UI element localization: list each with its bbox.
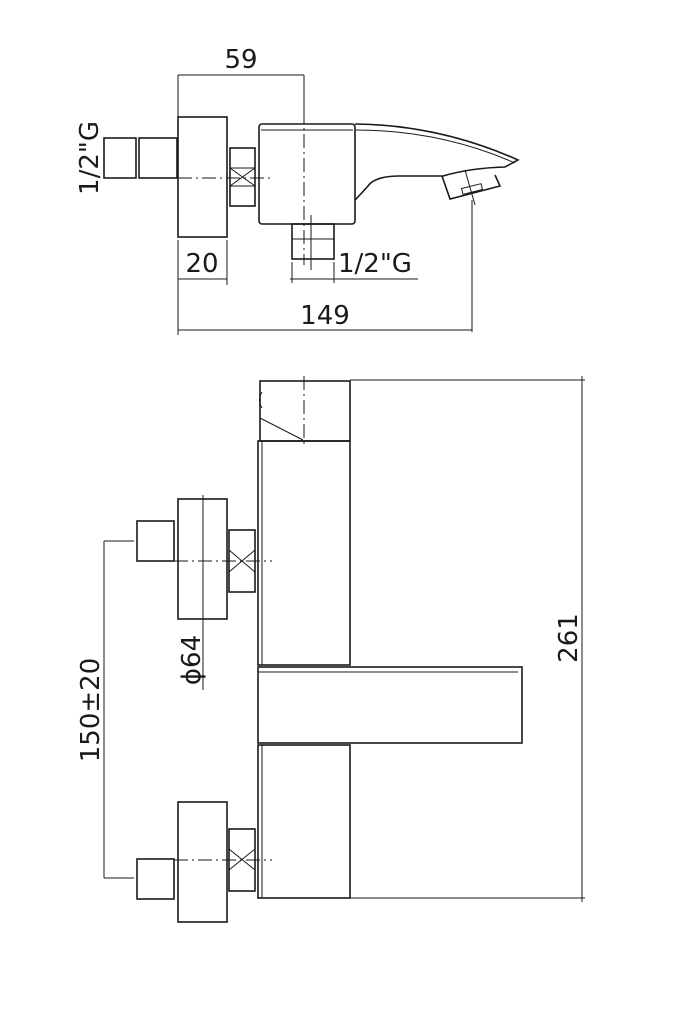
body-upper [257,440,351,666]
body-lower [257,744,351,899]
dim-20-label: 20 [185,249,218,279]
dim-inlet-thread-label: 1/2"G [75,121,105,195]
dim-149-label: 149 [300,301,350,331]
dim-261-label: 261 [554,613,584,663]
lever [257,666,523,744]
upper-inlet [136,495,272,690]
mixer-body [258,123,356,225]
dim-150-label: 150±20 [76,658,106,763]
dim-outlet-thread-label: 1/2"G [338,249,412,279]
nut [229,147,256,207]
lower-inlet [136,801,272,923]
top-view: 59 1/2"G 20 [75,45,520,335]
dim-59-label: 59 [224,45,257,75]
front-view: 261 ϕ64 150±20 [76,376,585,923]
spout [354,123,520,201]
dim-phi64-label: ϕ64 [177,635,207,685]
handle-cap [259,380,351,442]
outlet-pipe [291,223,335,260]
flange [177,116,228,238]
inlet-pipe [103,137,137,179]
